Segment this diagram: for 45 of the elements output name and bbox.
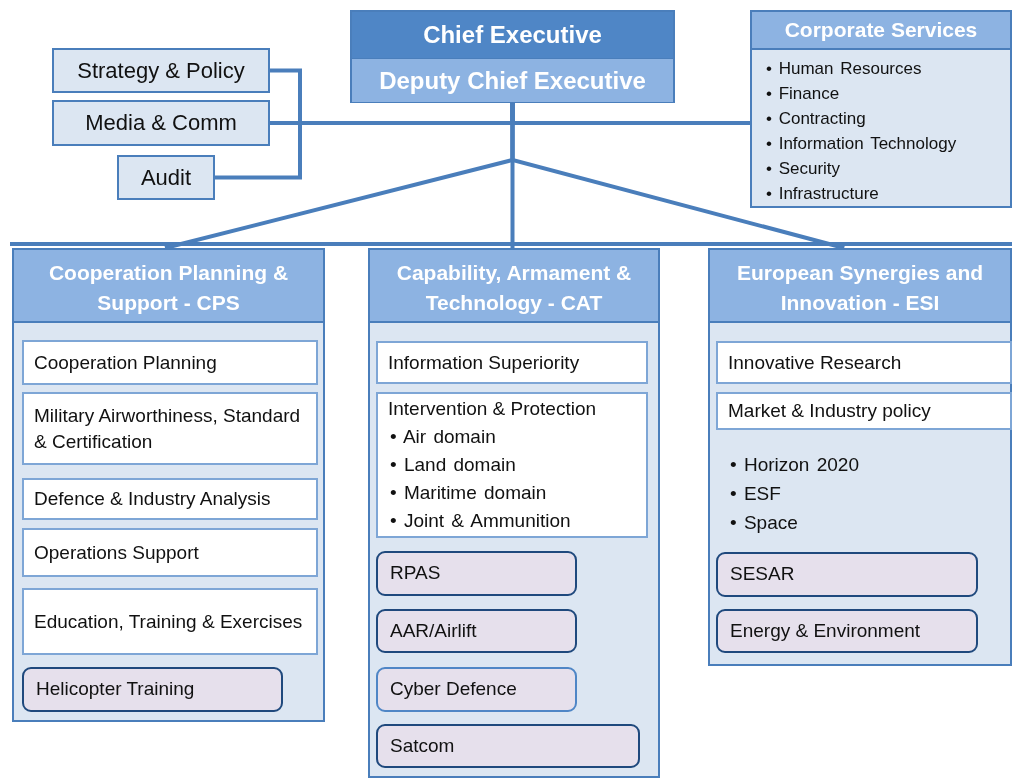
unit-box: Media & Comm: [52, 100, 270, 146]
bullet-item: • Information Technology: [766, 133, 958, 155]
directorate-panel: [368, 248, 660, 778]
project-box: AAR/Airlift: [376, 609, 577, 653]
heading-band: Chief Executive: [352, 12, 673, 58]
project-box: Energy & Environment: [716, 609, 978, 653]
section-header: Capability, Armament & Technology - CAT: [370, 250, 658, 323]
heading-band: Deputy Chief Executive: [352, 58, 673, 102]
bullet-item: • Air domain: [390, 425, 497, 449]
unit-box: Audit: [117, 155, 215, 200]
function-box: Defence & Industry Analysis: [22, 478, 318, 520]
department-panel: [750, 10, 1012, 208]
project-box: Cyber Defence: [376, 667, 577, 712]
function-box: Military Airworthiness, Standard & Certification: [22, 392, 318, 465]
connector-line: [510, 103, 845, 250]
section-header: Corporate Services: [752, 12, 1010, 50]
bullet-item: • Space: [730, 511, 799, 535]
project-box: SESAR: [716, 552, 978, 597]
function-box: Operations Support: [22, 528, 318, 577]
function-box: Cooperation Planning: [22, 340, 318, 385]
bullet-item: • Horizon 2020: [730, 453, 859, 477]
function-box: Education, Training & Exercises: [22, 588, 318, 655]
function-box: Information Superiority: [376, 341, 648, 384]
box-heading: Intervention & Protection: [388, 397, 598, 421]
unit-box: Strategy & Policy: [52, 48, 270, 93]
function-box: [376, 392, 648, 538]
bullet-item: • ESF: [730, 482, 782, 506]
bullet-item: • Joint & Ammunition: [390, 509, 572, 533]
bullet-item: • Maritime domain: [390, 481, 548, 505]
function-box: Market & Industry policy: [716, 392, 1012, 430]
section-header: Cooperation Planning & Support - CPS: [14, 250, 323, 323]
project-box: Helicopter Training: [22, 667, 283, 712]
bullet-item: • Land domain: [390, 453, 517, 477]
project-box: Satcom: [376, 724, 640, 768]
bullet-item: • Finance: [766, 83, 841, 105]
section-header: European Synergies and Innovation - ESI: [710, 250, 1010, 323]
bullet-item: • Security: [766, 158, 842, 180]
bullet-item: • Contracting: [766, 108, 867, 130]
project-box: RPAS: [376, 551, 577, 596]
bullet-item: • Human Resources: [766, 58, 923, 80]
function-box: Innovative Research: [716, 341, 1012, 384]
bullet-item: • Infrastructure: [766, 183, 880, 205]
executive-box: [350, 10, 675, 103]
directorate-panel: [12, 248, 325, 722]
directorate-panel: [708, 248, 1012, 666]
